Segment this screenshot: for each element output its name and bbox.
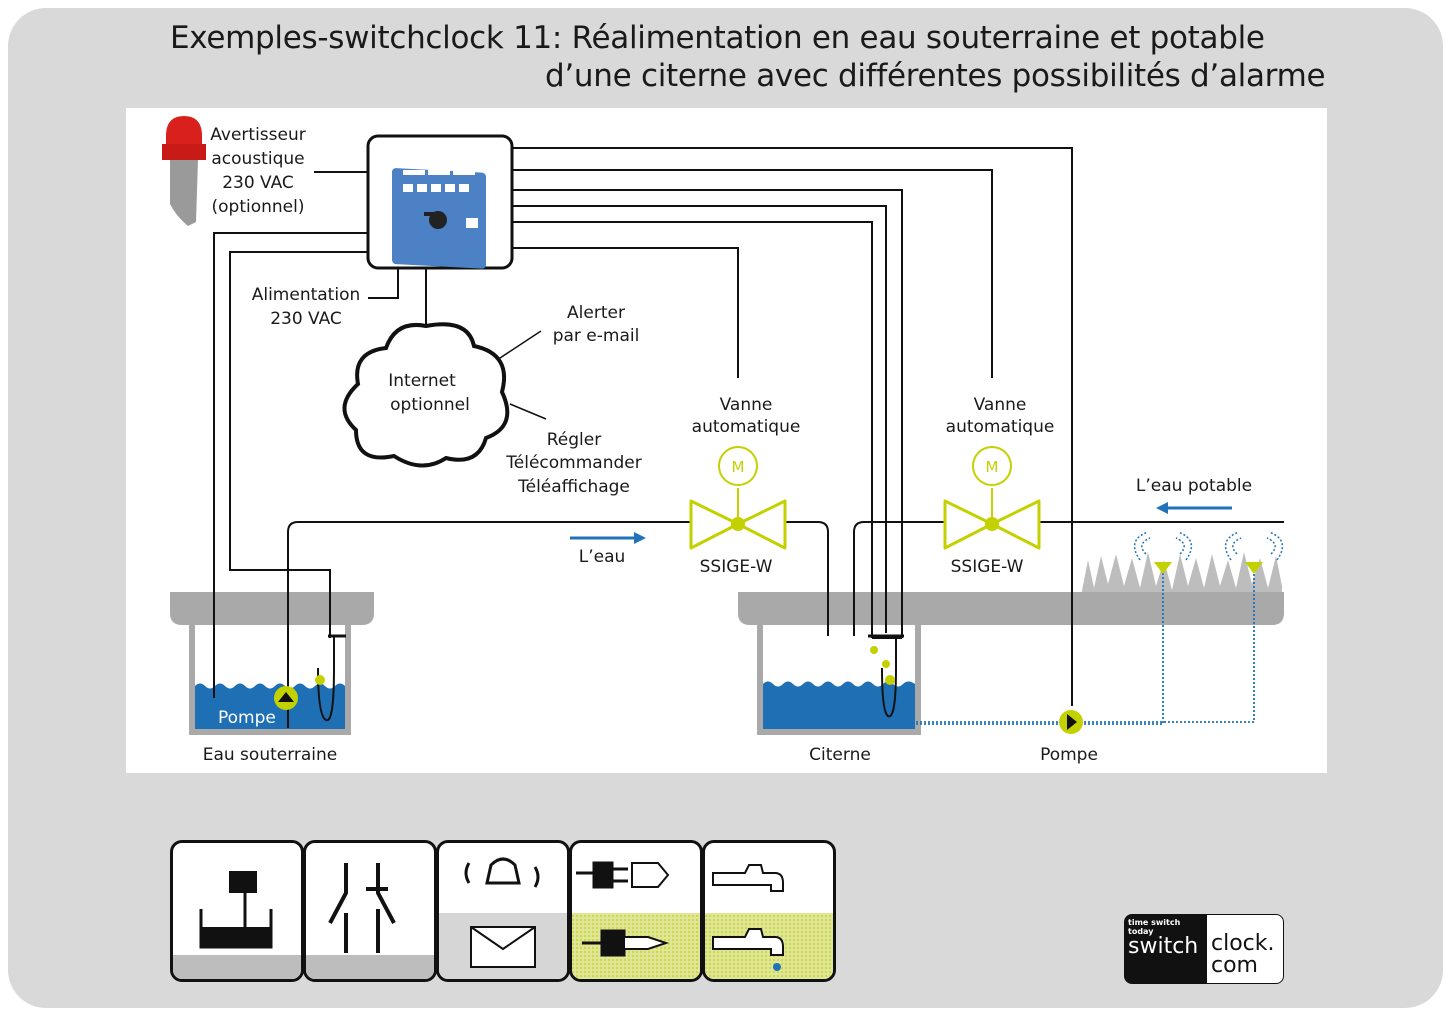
- valve-left-icon: [689, 446, 787, 550]
- page-title-line1: Exemples-switchclock 11: Réalimentation …: [170, 20, 1265, 56]
- diagram-svg: Avertisseur acoustique 230 VAC (optionne…: [162, 116, 1284, 765]
- wiring: [213, 147, 1284, 728]
- water-flow-label: L’eau: [579, 547, 626, 567]
- horn-label: Avertisseur acoustique 230 VAC (optionne…: [210, 125, 305, 217]
- svg-text:230 VAC: 230 VAC: [270, 309, 342, 329]
- internet-cloud-icon: [342, 322, 510, 468]
- valve-left-title: Vanne automatique: [692, 395, 801, 437]
- power-plug-icon: [569, 840, 703, 982]
- sensor-cistern-1: [870, 646, 878, 654]
- potable-flow-label: L’eau potable: [1136, 476, 1252, 496]
- ground-left: [170, 592, 374, 625]
- power-label: Alimentation 230 VAC: [252, 285, 361, 329]
- sensor-cistern-3: [885, 675, 895, 685]
- svg-text:automatique: automatique: [692, 417, 801, 437]
- pump-pipes: [916, 566, 1255, 725]
- grass-area: [1081, 552, 1282, 596]
- remote-label: Régler Télécommander Téléaffichage: [505, 430, 641, 497]
- diagram-panel: Avertisseur acoustique 230 VAC (optionne…: [126, 108, 1327, 773]
- switchclock-logo: time switch today switch clock. com: [1124, 914, 1284, 984]
- svg-text:Alimentation: Alimentation: [252, 285, 361, 305]
- logo-tagline: time switch today: [1128, 918, 1181, 936]
- svg-text:acoustique: acoustique: [211, 149, 304, 169]
- valve-right-motor: M: [986, 458, 999, 476]
- logo-brand-left: switch: [1128, 934, 1199, 959]
- float-sensor-left: [315, 675, 325, 685]
- valve-left-code: SSIGE-W: [700, 557, 773, 577]
- switchclock-controller-icon: [366, 134, 514, 270]
- ground-water-label: Eau souterraine: [203, 745, 338, 765]
- svg-text:par e-mail: par e-mail: [553, 326, 640, 346]
- sensor-cistern-2: [882, 660, 890, 668]
- siren-icon: [162, 116, 206, 226]
- potable-flow-arrow-icon: [1156, 502, 1232, 514]
- svg-text:Vanne: Vanne: [974, 395, 1027, 415]
- valve-right-title: Vanne automatique: [946, 395, 1055, 437]
- internet-label: Internet optionnel: [388, 371, 470, 415]
- valve-left-motor: M: [732, 458, 745, 476]
- pump-right-icon: [1059, 710, 1083, 734]
- pump-left-icon: [274, 686, 298, 710]
- cistern-label: Citerne: [809, 745, 871, 765]
- svg-text:Alerter: Alerter: [567, 303, 625, 323]
- pump-right-label: Pompe: [1040, 745, 1098, 765]
- switch-contacts-icon: [303, 840, 437, 982]
- svg-text:Télécommander: Télécommander: [505, 453, 641, 473]
- sprinkler-icon: [1224, 531, 1284, 574]
- tank-level-icon: [170, 840, 304, 982]
- svg-text:Régler: Régler: [547, 430, 601, 450]
- logo-brand-right-1: clock.: [1211, 931, 1275, 956]
- svg-text:230 VAC: 230 VAC: [222, 173, 294, 193]
- page-title-line2: d’une citerne avec différentes possibili…: [545, 58, 1326, 94]
- email-label: Alerter par e-mail: [553, 303, 640, 346]
- svg-text:automatique: automatique: [946, 417, 1055, 437]
- water-flow-arrow-icon: [570, 532, 646, 544]
- svg-text:Téléaffichage: Téléaffichage: [517, 477, 630, 497]
- svg-text:Vanne: Vanne: [720, 395, 773, 415]
- svg-text:optionnel: optionnel: [390, 395, 470, 415]
- cistern-tank: [757, 625, 921, 735]
- alarm-email-icon: [436, 840, 570, 982]
- valve-right-icon: [943, 446, 1041, 550]
- sprinkler-icon: [1133, 531, 1193, 574]
- valve-right-code: SSIGE-W: [951, 557, 1024, 577]
- water-tap-icon: [702, 840, 836, 982]
- svg-text:Internet: Internet: [388, 371, 456, 391]
- svg-text:(optionnel): (optionnel): [212, 197, 305, 217]
- pump-left-label: Pompe: [218, 708, 276, 728]
- ground-right: [738, 592, 1284, 625]
- svg-text:Avertisseur: Avertisseur: [210, 125, 305, 145]
- ground-water-well: [189, 625, 351, 735]
- logo-brand-right-2: com: [1211, 953, 1258, 978]
